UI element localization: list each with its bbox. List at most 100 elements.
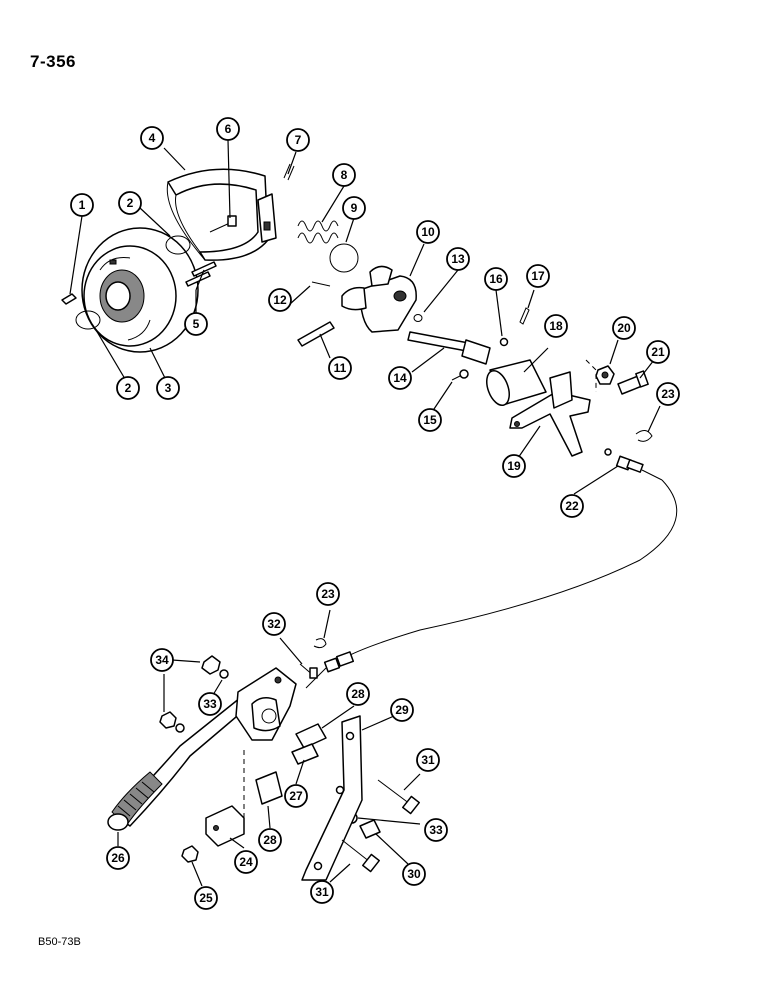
callout-33: 33 [424,818,448,842]
svg-text:2: 2 [127,196,134,210]
svg-text:7: 7 [295,133,302,147]
callout-11: 11 [328,356,352,380]
screw-part [299,663,318,679]
clevis-part [205,805,245,847]
svg-text:6: 6 [225,122,232,136]
nut-part [499,337,509,347]
o-ring-part [329,243,359,273]
pin-part [311,281,331,287]
callout-28: 28 [258,828,282,852]
callout-13: 13 [446,247,470,271]
callout-2: 2 [118,191,142,215]
figure-code: B50-73B [38,936,81,948]
svg-text:33: 33 [429,823,443,837]
callout-10: 10 [416,220,440,244]
svg-text:16: 16 [489,272,503,286]
callout-28: 28 [346,682,370,706]
callout-16: 16 [484,267,508,291]
washer-part [413,314,423,322]
svg-text:9: 9 [351,201,358,215]
svg-text:19: 19 [507,459,521,473]
callout-20: 20 [612,316,636,340]
callout-6: 6 [216,117,240,141]
cam-housing-part [341,265,417,333]
svg-text:17: 17 [531,269,545,283]
svg-text:34: 34 [155,653,169,667]
svg-text:15: 15 [423,413,437,427]
callout-31: 31 [416,748,440,772]
svg-text:23: 23 [321,587,335,601]
control-cable [347,479,678,657]
svg-text:4: 4 [149,131,156,145]
cable-end-part [604,448,663,481]
svg-text:23: 23 [661,387,675,401]
svg-text:11: 11 [334,361,347,375]
svg-text:3: 3 [165,381,172,395]
svg-text:5: 5 [193,317,200,331]
nut-part [181,845,199,863]
callout-32: 32 [262,612,286,636]
svg-text:18: 18 [549,319,563,333]
svg-text:24: 24 [239,855,253,869]
callout-2: 2 [116,376,140,400]
callout-31: 31 [310,880,334,904]
callout-21: 21 [646,340,670,364]
svg-text:28: 28 [263,833,277,847]
callout-14: 14 [388,366,412,390]
callout-26: 26 [106,846,130,870]
clip-part [635,430,653,442]
nut-part [159,655,221,729]
callout-33: 33 [198,692,222,716]
callout-4: 4 [140,126,164,150]
pin-part [297,321,335,347]
cable-end-part [305,651,355,689]
callout-9: 9 [342,196,366,220]
cotter-pin-part [283,163,295,181]
svg-text:13: 13 [451,252,465,266]
svg-text:10: 10 [421,225,435,239]
callout-3: 3 [156,376,180,400]
band-lever-part [257,193,277,243]
spring-part [297,220,339,244]
svg-text:25: 25 [199,891,213,905]
callout-25: 25 [194,886,218,910]
callout-23: 23 [656,382,680,406]
svg-text:1: 1 [79,198,86,212]
bracket-part [509,371,591,457]
callout-5: 5 [184,312,208,336]
callout-24: 24 [234,850,258,874]
svg-text:20: 20 [617,321,631,335]
callout-23: 23 [316,582,340,606]
svg-text:29: 29 [395,703,409,717]
bolt-part [341,779,420,873]
mounting-plate-part [301,715,363,881]
svg-text:8: 8 [341,168,348,182]
callout-7: 7 [286,128,310,152]
svg-text:31: 31 [421,753,435,767]
svg-text:12: 12 [273,293,287,307]
svg-text:26: 26 [111,851,125,865]
brake-drum-part [81,227,199,353]
cotter-pin-part [519,307,530,325]
svg-text:2: 2 [125,381,132,395]
clip-part [313,638,327,649]
callout-27: 27 [284,784,308,808]
callout-22: 22 [560,494,584,518]
callout-29: 29 [390,698,414,722]
callout-18: 18 [544,314,568,338]
svg-text:27: 27 [289,789,303,803]
key-part [61,293,77,305]
nut-part [595,365,615,385]
callout-19: 19 [502,454,526,478]
shaft-part [407,331,491,365]
callout-1: 1 [70,193,94,217]
snap-ring-part [75,235,191,330]
bolt-part [359,819,381,839]
brake-band-part [166,168,269,261]
svg-text:22: 22 [565,499,579,513]
svg-text:30: 30 [407,867,421,881]
callout-30: 30 [402,862,426,886]
svg-text:28: 28 [351,687,365,701]
svg-text:31: 31 [315,885,329,899]
